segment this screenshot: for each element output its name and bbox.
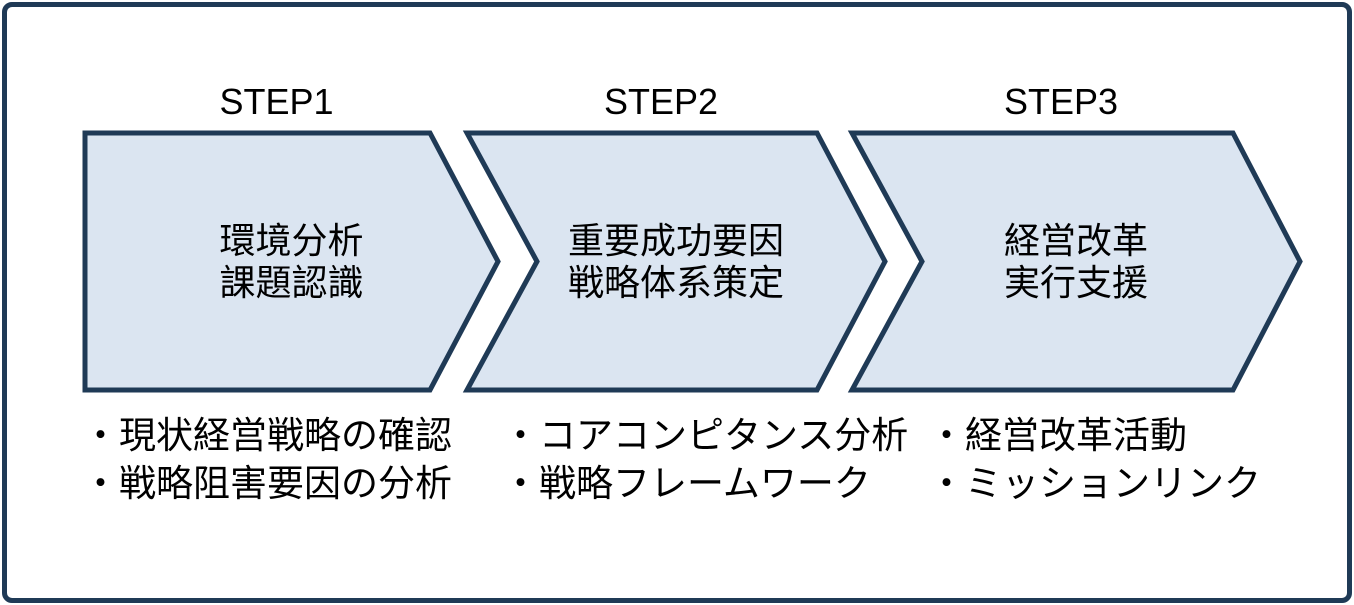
step3-title-line2: 実行支援: [1003, 261, 1148, 303]
step1-title-line1: 環境分析: [219, 219, 364, 261]
step1-label: STEP1: [219, 81, 334, 122]
step2-bullet-item-2: ・戦略フレームワーク: [502, 463, 871, 504]
step2-title-line2: 戦略体系策定: [567, 261, 784, 303]
step1-bullet-item-1: ・現状経営戦略の確認: [82, 415, 452, 456]
step1-chevron-arrow: [82, 130, 501, 393]
step3-bullet-item-2: ・ミッションリンク: [928, 463, 1261, 504]
step1-title: 環境分析 課題認識: [85, 133, 498, 390]
step1-title-line2: 課題認識: [219, 261, 364, 303]
step3-title: 経営改革 実行支援: [852, 133, 1300, 390]
step2-chevron-arrow: [462, 130, 888, 393]
step2-title: 重要成功要因 戦略体系策定: [467, 133, 885, 390]
step1-bullet-list: ・現状経営戦略の確認 ・戦略阻害要因の分析: [82, 412, 452, 508]
step2-bullet-list: ・コアコンピタンス分析 ・戦略フレームワーク: [502, 412, 908, 508]
step2-title-line1: 重要成功要因: [567, 219, 784, 261]
step3-bullet-list: ・経営改革活動 ・ミッションリンク: [928, 412, 1261, 508]
step3-label: STEP3: [1003, 81, 1119, 122]
step2-bullet-item-1: ・コアコンピタンス分析: [502, 415, 909, 456]
step3-bullet-item-1: ・経営改革活動: [928, 415, 1187, 456]
step3-title-line1: 経営改革: [1003, 219, 1148, 261]
step1-bullet-item-2: ・戦略阻害要因の分析: [82, 463, 452, 504]
step3-chevron-arrow: [847, 130, 1303, 393]
step2-label: STEP2: [603, 81, 719, 122]
